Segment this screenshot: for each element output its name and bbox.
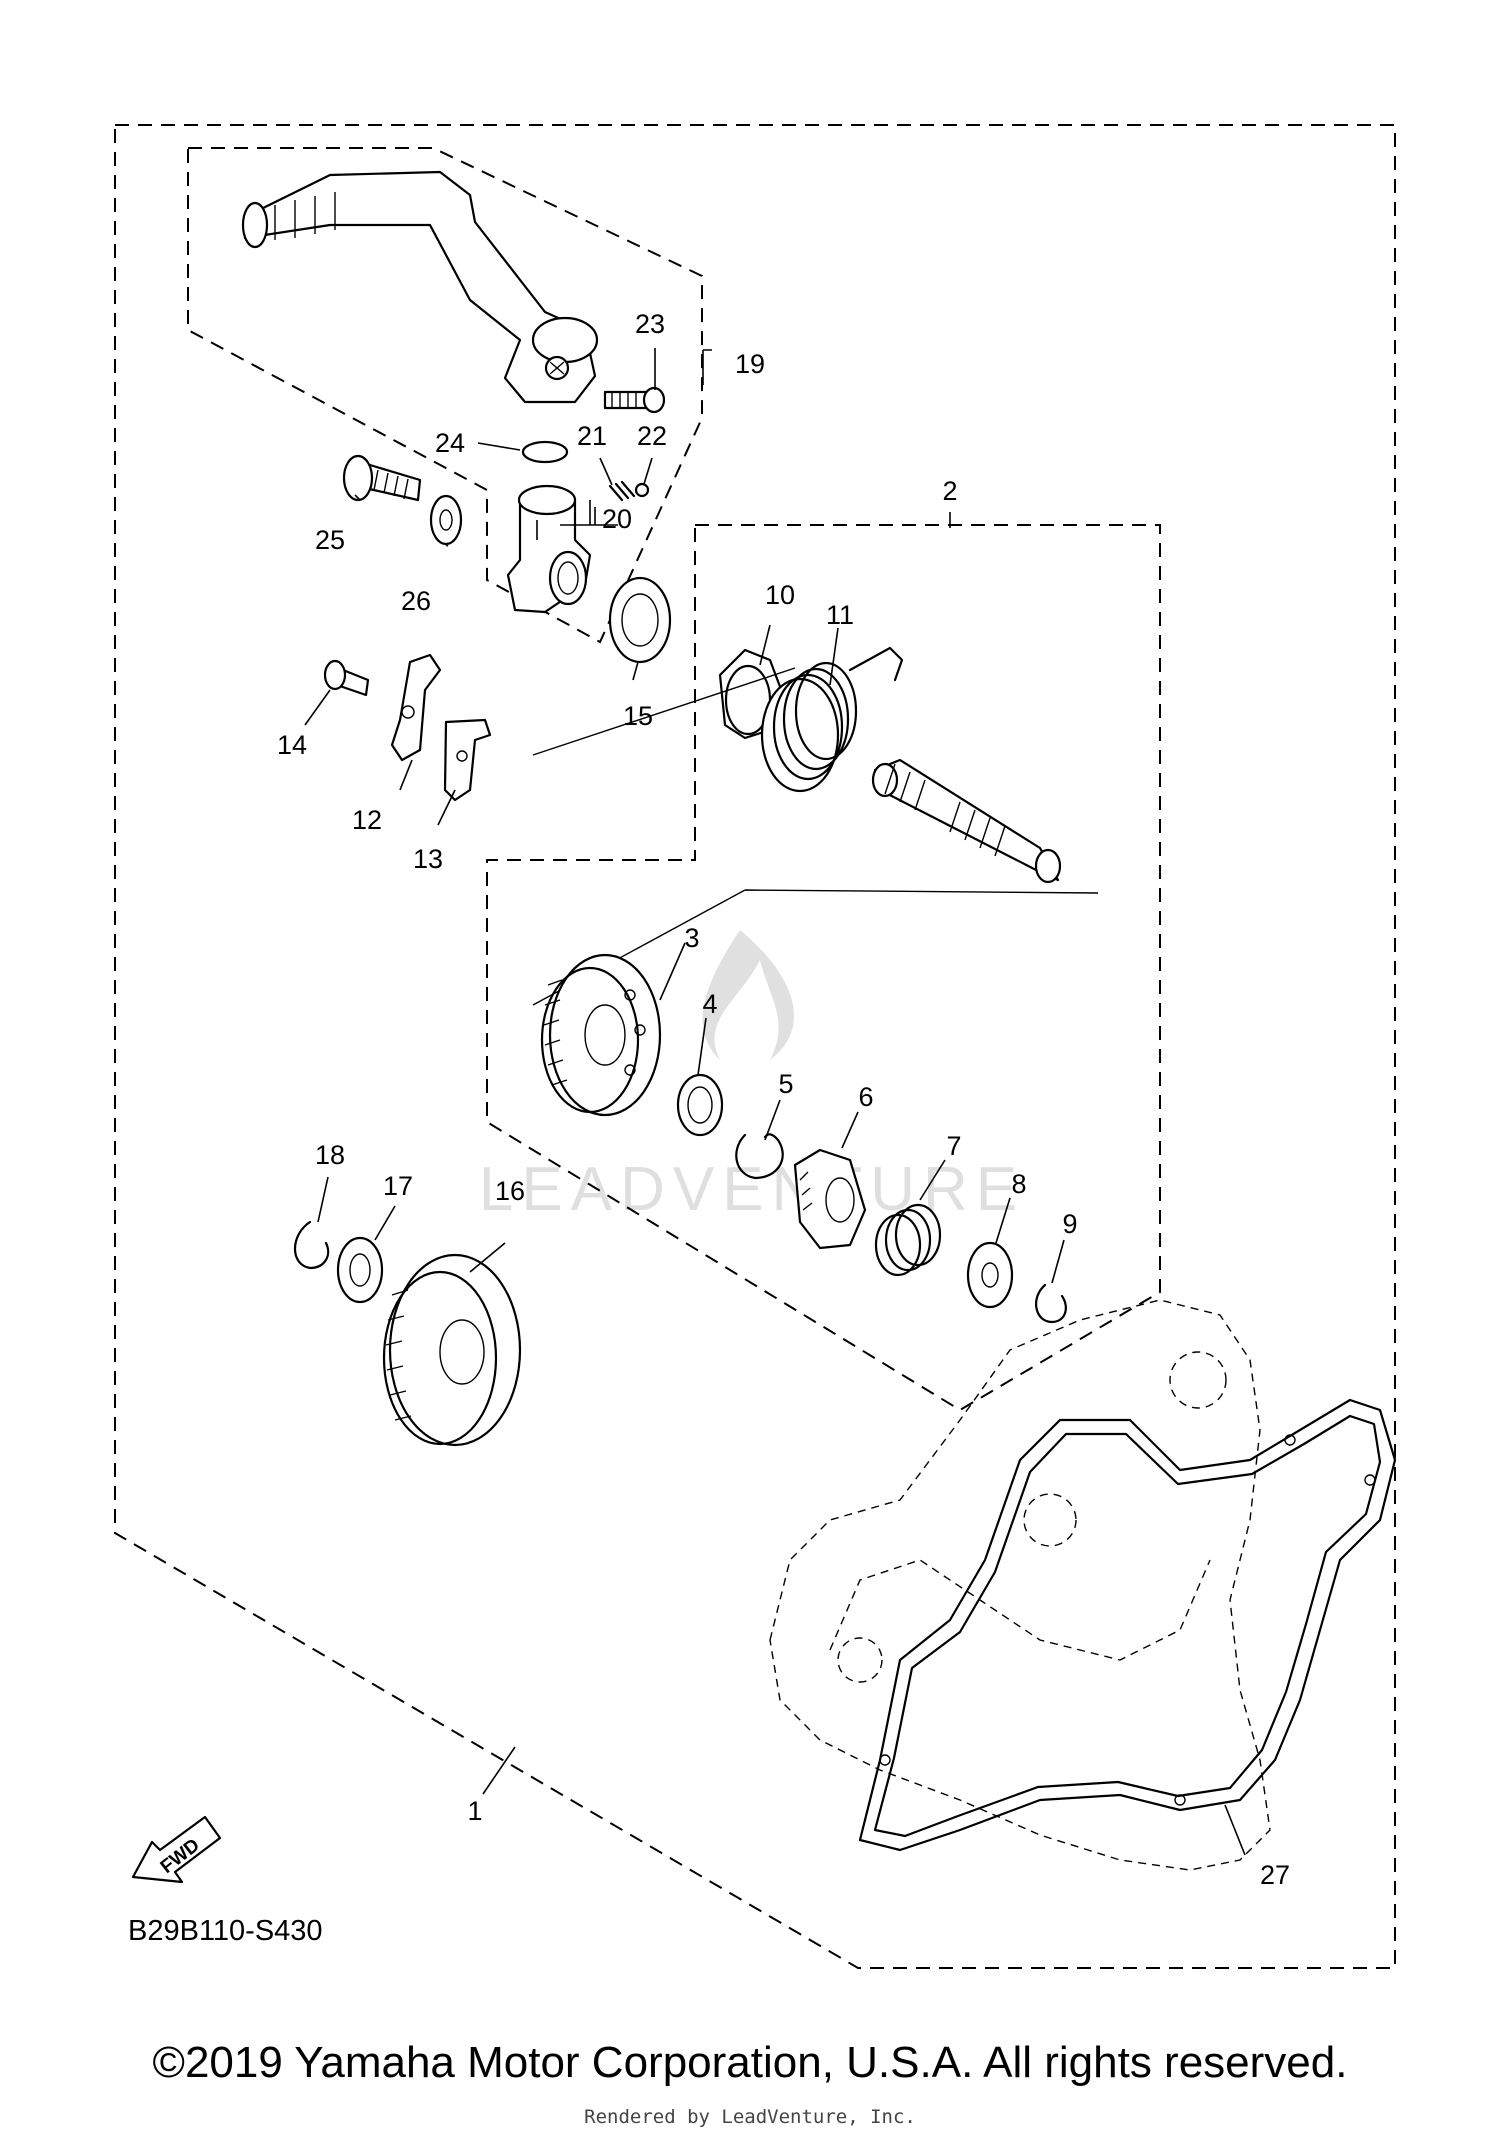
kick-shaft-part (871, 758, 1062, 884)
crankcase-cover-part (769, 1299, 1271, 1871)
torsion-spring-11-part (760, 646, 904, 793)
kick-gear-3-part (540, 953, 662, 1117)
oil-seal-15-part (608, 576, 672, 664)
bolt-25-part (342, 454, 422, 502)
callout-23: 23 (635, 309, 665, 339)
bolt-23-part (603, 386, 666, 414)
assembly-boundary-19 (187, 147, 703, 644)
washer-17-part (336, 1236, 384, 1304)
diagram-code: B29B110-S430 (128, 1915, 323, 1947)
callout-8: 8 (1011, 1169, 1026, 1199)
callout-4: 4 (702, 989, 717, 1019)
ball-22-part (634, 482, 650, 498)
callout-18: 18 (315, 1140, 345, 1170)
washer-26-part (429, 494, 463, 546)
callout-27: 27 (1260, 1860, 1290, 1890)
watermark-text: LEADVENTURE (479, 1155, 1025, 1224)
washer-8-part (966, 1241, 1014, 1309)
callout-13: 13 (413, 844, 443, 874)
callout-11: 11 (826, 600, 854, 630)
callout-3: 3 (684, 923, 699, 953)
circlip-5-part (735, 1133, 784, 1180)
kick-crank-part (241, 170, 599, 404)
copyright-notice: ©2019 Yamaha Motor Corporation, U.S.A. A… (152, 2038, 1348, 2087)
callout-5: 5 (778, 1069, 793, 1099)
callout-20: 20 (602, 504, 632, 534)
callout-26: 26 (401, 586, 431, 616)
callout-22: 22 (637, 421, 667, 451)
circlip-18-part (294, 1220, 330, 1270)
callout-25: 25 (315, 525, 345, 555)
ratchet-6-part (793, 1148, 867, 1250)
plate-12-part (390, 653, 442, 762)
bolt-14-part (323, 659, 370, 697)
callout-17: 17 (383, 1171, 413, 1201)
o-ring-24-part (521, 440, 569, 464)
callout-24: 24 (435, 428, 465, 458)
callout-12: 12 (352, 805, 382, 835)
rendered-by-notice: Rendered by LeadVenture, Inc. (584, 2106, 916, 2128)
callout-1: 1 (467, 1796, 482, 1826)
callout-9: 9 (1062, 1209, 1077, 1239)
callout-2: 2 (942, 476, 957, 506)
callout-16: 16 (495, 1176, 525, 1206)
callout-19: 19 (735, 349, 765, 379)
spring-21-part (608, 480, 636, 502)
spring-7-part (874, 1203, 942, 1277)
circlip-9-part (1035, 1283, 1067, 1324)
plate-13-part (443, 718, 492, 802)
fwd-arrow-icon: FWD (131, 1815, 222, 1884)
callout-10: 10 (765, 580, 795, 610)
callout-7: 7 (946, 1131, 961, 1161)
idle-gear-16-part (382, 1253, 522, 1447)
washer-4-part (676, 1073, 724, 1137)
gasket-27-part (858, 1398, 1397, 1852)
callout-21: 21 (577, 421, 607, 451)
callout-6: 6 (858, 1082, 873, 1112)
callout-labels: 1 2 3 4 5 6 7 8 9 10 11 12 13 14 15 16 1… (277, 309, 1290, 1890)
boss-20-part (506, 484, 592, 614)
assembly-boundary-1 (114, 124, 1396, 1969)
callout-14: 14 (277, 730, 307, 760)
leader-lines (304, 348, 1246, 1856)
callout-15: 15 (623, 701, 653, 731)
